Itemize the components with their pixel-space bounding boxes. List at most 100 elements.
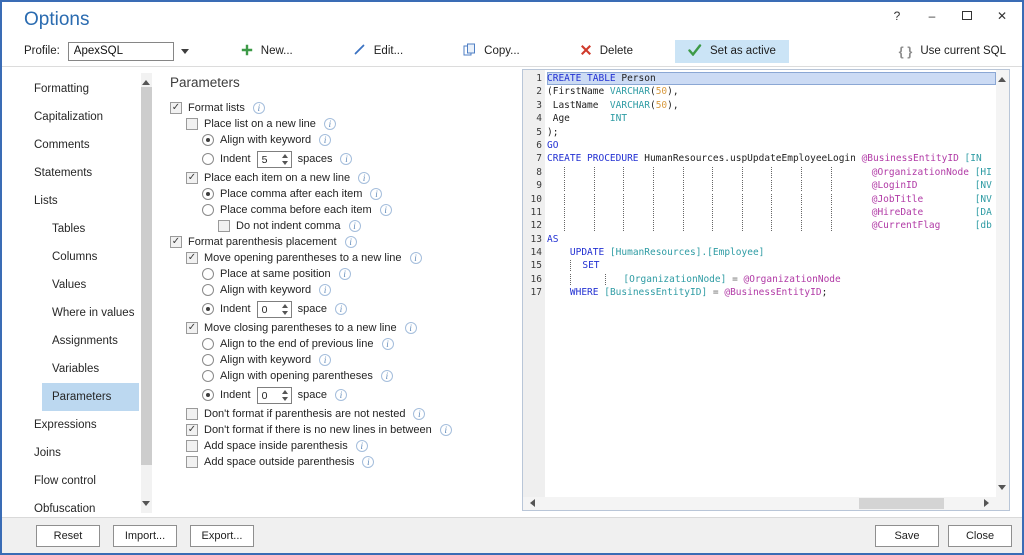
checkbox-move-opening-parentheses-to-a-new-line[interactable]: ✓ — [186, 252, 198, 264]
checkbox-place-list-on-a-new-line[interactable] — [186, 118, 198, 130]
info-icon[interactable]: i — [404, 322, 417, 334]
spinner-up-icon[interactable] — [282, 301, 289, 308]
sidebar-item-assignments[interactable]: Assignments — [52, 335, 118, 347]
close-button[interactable]: Close — [948, 524, 1012, 547]
spinner-up-icon[interactable] — [282, 387, 289, 394]
save-button[interactable]: Save — [875, 524, 939, 547]
info-icon[interactable]: i — [319, 284, 332, 296]
spinner-down-icon[interactable] — [282, 160, 289, 168]
info-icon[interactable]: i — [413, 408, 426, 420]
sidebar-item-flow-control[interactable]: Flow control — [34, 475, 96, 487]
checkbox-don-t-format-if-there-is-no-new-lines-in-between[interactable]: ✓ — [186, 424, 198, 436]
info-icon[interactable]: i — [381, 338, 394, 350]
checkbox-format-parenthesis-placement[interactable]: ✓ — [170, 236, 182, 248]
sidebar-item-joins[interactable]: Joins — [34, 447, 61, 459]
vertical-scrollbar[interactable] — [996, 70, 1009, 497]
sidebar-item-values[interactable]: Values — [52, 279, 87, 291]
info-icon[interactable]: i — [362, 456, 375, 468]
sidebar-item-tables[interactable]: Tables — [52, 223, 86, 235]
info-icon[interactable]: i — [355, 440, 368, 452]
spinner-down-icon[interactable] — [282, 396, 289, 404]
close-icon[interactable]: ✕ — [996, 9, 1008, 23]
checkbox-place-each-item-on-a-new-line[interactable]: ✓ — [186, 172, 198, 184]
spinner-down-icon[interactable] — [282, 310, 289, 318]
scroll-up-icon[interactable] — [998, 73, 1006, 82]
info-icon[interactable]: i — [439, 424, 452, 436]
info-icon[interactable]: i — [319, 354, 332, 366]
info-icon[interactable]: i — [334, 303, 347, 315]
sidebar-item-comments[interactable]: Comments — [34, 139, 90, 151]
checkbox-move-closing-parentheses-to-a-new-line[interactable]: ✓ — [186, 322, 198, 334]
sidebar-item-obfuscation[interactable]: Obfuscation — [34, 503, 96, 515]
export-button[interactable]: Export... — [190, 524, 254, 547]
radio-indent[interactable] — [202, 303, 214, 315]
info-icon[interactable]: i — [358, 172, 371, 184]
sidebar-scrollbar-thumb[interactable] — [141, 87, 152, 465]
radio-align-with-keyword[interactable] — [202, 284, 214, 296]
info-icon[interactable]: i — [252, 102, 265, 114]
scroll-left-icon[interactable] — [526, 499, 535, 507]
sidebar-item-formatting[interactable]: Formatting — [34, 83, 89, 95]
radio-align-with-keyword[interactable] — [202, 134, 214, 146]
use-current-sql-button[interactable]: { } Use current SQL — [899, 44, 1006, 59]
checkbox-add-space-outside-parenthesis[interactable] — [186, 456, 198, 468]
info-icon[interactable]: i — [340, 153, 353, 165]
sidebar-item-columns[interactable]: Columns — [52, 251, 98, 263]
sidebar-item-expressions[interactable]: Expressions — [34, 419, 97, 431]
help-icon[interactable]: ? — [893, 9, 901, 23]
scroll-down-icon[interactable] — [998, 485, 1006, 494]
radio-place-comma-before-each-item[interactable] — [202, 204, 214, 216]
info-icon[interactable]: i — [334, 389, 347, 401]
spinner-up-icon[interactable] — [282, 151, 289, 158]
horizontal-scrollbar[interactable] — [523, 497, 996, 510]
scroll-down-icon[interactable] — [142, 501, 150, 510]
profile-combobox[interactable] — [67, 41, 174, 61]
indent-spinner[interactable]: 0 — [256, 386, 292, 404]
radio-align-with-keyword[interactable] — [202, 354, 214, 366]
radio-indent[interactable] — [202, 153, 214, 165]
spinner-buttons[interactable] — [280, 152, 291, 167]
new-button[interactable]: New... — [233, 40, 301, 63]
checkbox-don-t-format-if-parenthesis-are-not-nested[interactable] — [186, 408, 198, 420]
combo-dropdown-arrow-icon[interactable] — [180, 48, 189, 58]
info-icon[interactable]: i — [323, 118, 336, 130]
spinner-buttons[interactable] — [280, 302, 291, 317]
set-as-active-button[interactable]: Set as active — [675, 39, 789, 63]
reset-button[interactable]: Reset — [36, 524, 100, 547]
radio-place-comma-after-each-item[interactable] — [202, 188, 214, 200]
import-button[interactable]: Import... — [113, 524, 177, 547]
checkbox-do-not-indent-comma[interactable] — [218, 220, 230, 232]
sidebar-scrollbar[interactable] — [141, 73, 152, 513]
info-icon[interactable]: i — [370, 188, 383, 200]
scroll-right-icon[interactable] — [984, 499, 993, 507]
info-icon[interactable]: i — [409, 252, 422, 264]
edit-button[interactable]: Edit... — [345, 39, 411, 63]
copy-button[interactable]: Copy... — [455, 39, 528, 63]
horizontal-scrollbar-thumb[interactable] — [858, 498, 944, 509]
sidebar-item-parameters[interactable]: Parameters — [42, 383, 139, 411]
scroll-up-icon[interactable] — [142, 76, 150, 85]
info-icon[interactable]: i — [344, 236, 357, 248]
delete-button[interactable]: Delete — [572, 40, 641, 63]
sidebar-item-variables[interactable]: Variables — [52, 363, 100, 375]
radio-place-at-same-position[interactable] — [202, 268, 214, 280]
indent-spinner[interactable]: 5 — [256, 150, 292, 168]
radio-align-with-opening-parentheses[interactable] — [202, 370, 214, 382]
indent-spinner[interactable]: 0 — [256, 300, 292, 318]
sidebar-item-capitalization[interactable]: Capitalization — [34, 111, 104, 123]
info-icon[interactable]: i — [380, 370, 393, 382]
sidebar-item-lists[interactable]: Lists — [34, 195, 58, 207]
sidebar-item-where-in-values[interactable]: Where in values — [52, 307, 135, 319]
info-icon[interactable]: i — [379, 204, 392, 216]
sidebar-item-statements[interactable]: Statements — [34, 167, 93, 179]
spinner-buttons[interactable] — [280, 388, 291, 403]
radio-align-to-the-end-of-previous-line[interactable] — [202, 338, 214, 350]
checkbox-add-space-inside-parenthesis[interactable] — [186, 440, 198, 452]
info-icon[interactable]: i — [338, 268, 351, 280]
info-icon[interactable]: i — [319, 134, 332, 146]
info-icon[interactable]: i — [348, 220, 361, 232]
radio-indent[interactable] — [202, 389, 214, 401]
checkbox-format-lists[interactable]: ✓ — [170, 102, 182, 114]
minimize-icon[interactable]: – — [928, 9, 936, 23]
maximize-icon[interactable] — [961, 10, 973, 22]
